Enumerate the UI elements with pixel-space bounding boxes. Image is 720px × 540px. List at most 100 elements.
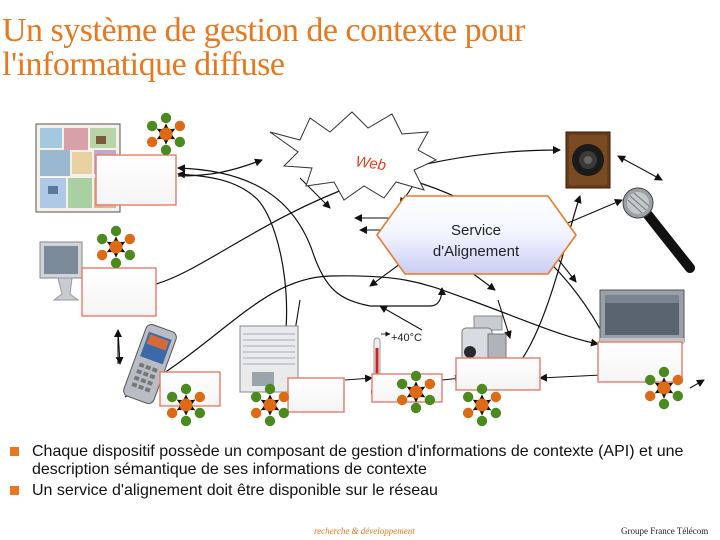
- api-node: [160, 144, 172, 156]
- web-label: Web: [354, 153, 387, 174]
- api-core-node: [475, 398, 489, 412]
- camera-device: [461, 315, 507, 367]
- api-link-arrow: [106, 241, 113, 247]
- slide-title: Un système de gestion de contexte pour l…: [2, 14, 702, 82]
- api-link-arrow: [260, 405, 267, 411]
- api-link-arrow: [273, 399, 280, 405]
- title-line-2: l'informatique diffuse: [2, 46, 285, 83]
- link-camera-speaker: [519, 195, 582, 363]
- bullet-square-icon: [10, 447, 19, 456]
- api-link-arrow: [273, 405, 280, 411]
- api-link-arrow: [667, 388, 674, 394]
- tv-device: [599, 289, 685, 344]
- api-core-node: [179, 398, 193, 412]
- bullet-text-1: Chaque dispositif possède un composant d…: [32, 443, 684, 478]
- api-node: [490, 391, 502, 403]
- api-node: [146, 136, 158, 148]
- bullet-item-1: Chaque dispositif possède un composant d…: [8, 443, 713, 479]
- api-core-node: [657, 381, 671, 395]
- api-node: [250, 391, 262, 403]
- api-node: [194, 391, 206, 403]
- link-house-service: [177, 164, 446, 307]
- api-node: [278, 407, 290, 419]
- api-node: [658, 366, 670, 378]
- api-node: [264, 383, 276, 395]
- api-node: [264, 415, 276, 427]
- blinds-context-box[interactable]: [287, 377, 345, 413]
- camera-context-box[interactable]: [455, 357, 541, 391]
- api-link-arrow: [406, 386, 413, 392]
- link-house-web: [177, 158, 263, 177]
- footer-right: Groupe France Télécom: [621, 526, 709, 536]
- api-node: [278, 391, 290, 403]
- tv-context-box[interactable]: [597, 341, 683, 383]
- link-monitor-speaker: [155, 146, 561, 285]
- api-node: [410, 402, 422, 414]
- api-node: [424, 378, 436, 390]
- bullet-item-2: Un service d'alignement doit être dispon…: [8, 482, 713, 500]
- api-link-arrow: [654, 382, 661, 388]
- api-node: [180, 383, 192, 395]
- title-line-1: Un système de gestion de contexte pour: [2, 12, 525, 49]
- thermometer-label: +40°C: [391, 332, 422, 344]
- service-label-line1: Service: [451, 222, 501, 239]
- api-link-arrow: [106, 247, 113, 253]
- api-cluster: [644, 366, 684, 410]
- phone-device: [123, 324, 177, 404]
- link-blinds-house: [177, 170, 288, 371]
- api-link-arrow: [419, 392, 426, 398]
- api-node: [124, 233, 136, 245]
- api-link-arrow: [176, 399, 183, 405]
- api-node: [166, 407, 178, 419]
- service-alignement[interactable]: Service d'Alignement: [376, 195, 577, 275]
- api-node: [194, 407, 206, 419]
- api-link-arrow: [176, 405, 183, 411]
- api-link-arrow: [169, 128, 176, 134]
- api-core-node: [409, 385, 423, 399]
- bullet-list: Chaque dispositif possède un composant d…: [8, 443, 713, 503]
- house-context-box[interactable]: [95, 154, 177, 206]
- api-core-node: [263, 398, 277, 412]
- api-node: [462, 407, 474, 419]
- api-node: [160, 112, 172, 124]
- api-node: [658, 398, 670, 410]
- api-node: [462, 391, 474, 403]
- api-link-arrow: [419, 386, 426, 392]
- api-node-clusters: [96, 112, 684, 427]
- api-node: [110, 257, 122, 269]
- api-link-arrow: [156, 134, 163, 140]
- api-link-arrow: [189, 405, 196, 411]
- api-node: [672, 390, 684, 402]
- api-link-arrow: [485, 405, 492, 411]
- api-node: [110, 225, 122, 237]
- api-node: [96, 233, 108, 245]
- api-link-arrow: [406, 392, 413, 398]
- api-node: [146, 120, 158, 132]
- api-node: [174, 120, 186, 132]
- speaker-device: [565, 131, 611, 189]
- api-node: [166, 391, 178, 403]
- api-node: [644, 390, 656, 402]
- api-node: [490, 407, 502, 419]
- api-cluster: [166, 383, 206, 427]
- api-link-arrow: [260, 399, 267, 405]
- api-node: [424, 394, 436, 406]
- api-cluster: [250, 383, 290, 427]
- api-link-arrow: [472, 399, 479, 405]
- api-node: [410, 370, 422, 382]
- monitor-context-box[interactable]: [81, 267, 157, 317]
- api-link-arrow: [667, 382, 674, 388]
- bullet-text-2: Un service d'alignement doit être dispon…: [32, 482, 438, 499]
- api-link-arrow: [472, 405, 479, 411]
- api-cluster: [146, 112, 186, 156]
- api-node: [180, 415, 192, 427]
- api-node: [396, 394, 408, 406]
- footer-center: recherche & développement: [314, 526, 415, 536]
- monitor-device: [39, 241, 83, 301]
- api-cluster: [396, 370, 436, 414]
- api-link-arrow: [189, 399, 196, 405]
- api-link-arrow: [119, 247, 126, 253]
- api-node: [396, 378, 408, 390]
- bullet-square-icon: [10, 486, 19, 495]
